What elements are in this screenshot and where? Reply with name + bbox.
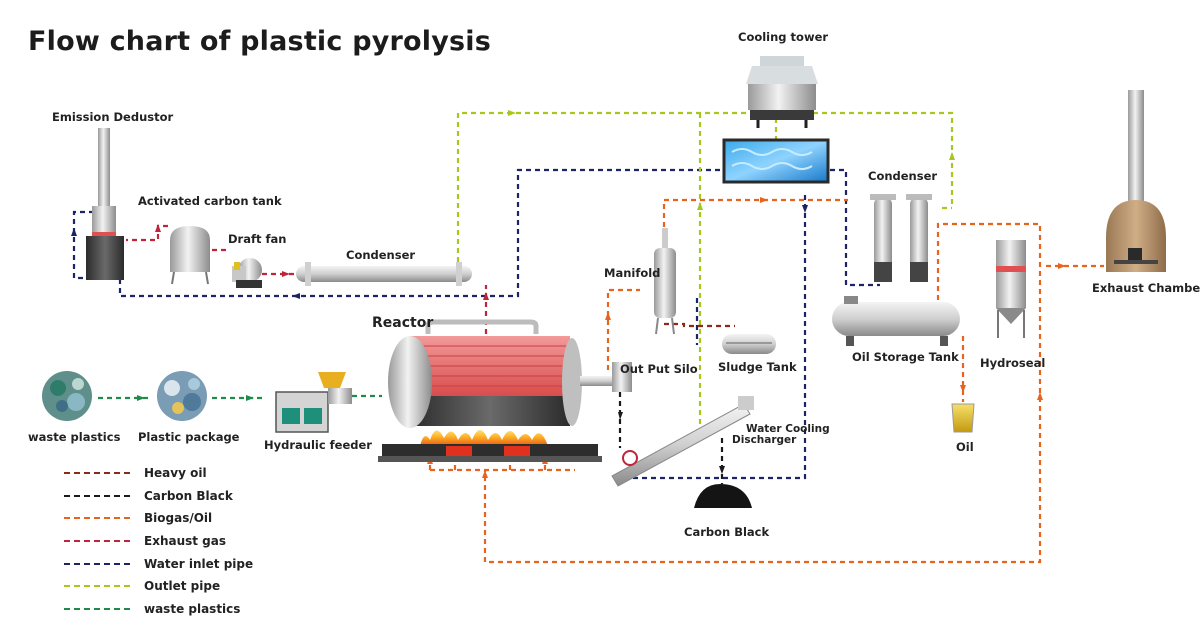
legend-swatch (64, 472, 130, 475)
label-plastic-package: Plastic package (138, 430, 240, 444)
legend-swatch (64, 562, 130, 565)
arrow-marker (618, 412, 623, 420)
label-hydroseal: Hydroseal (980, 356, 1046, 370)
oil-beaker (951, 403, 975, 433)
legend-swatch (64, 585, 130, 588)
page-title: Flow chart of plastic pyrolysis (28, 26, 492, 57)
label-exhaust-chamber: Exhaust Chamber (1092, 281, 1200, 295)
label-waste-plastics: waste plastics (28, 430, 121, 444)
hydraulic-feeder (275, 372, 352, 433)
label-draft-fan: Draft fan (228, 232, 287, 246)
label-out-put-silo: Out Put Silo (620, 362, 698, 376)
condenser-horizontal (296, 262, 472, 286)
legend-swatch (64, 517, 130, 520)
label-hydraulic-feeder: Hydraulic feeder (264, 438, 372, 452)
arrow-marker (949, 152, 955, 160)
carbon-black-pile (694, 484, 752, 508)
outlet-pipe-line (456, 111, 954, 262)
label-cooling-tower: Cooling tower (738, 30, 829, 44)
arrow-marker (483, 292, 489, 300)
water-inlet-pipe-line (118, 168, 720, 298)
legend-item: Water inlet pipe (64, 552, 284, 575)
legend-label: Water inlet pipe (144, 556, 254, 571)
exhaust-chamber (1106, 90, 1166, 272)
label-activated-carbon-tank: Activated carbon tank (138, 194, 282, 208)
arrow-marker (155, 224, 161, 232)
arrow-marker (802, 205, 808, 213)
heavy-oil-line (664, 322, 735, 328)
arrow-marker (137, 395, 145, 401)
legend: Heavy oil Carbon Black Biogas/Oil Exhaus… (64, 462, 284, 620)
legend-label: Carbon Black (144, 488, 233, 503)
legend-label: Exhaust gas (144, 534, 227, 549)
legend-item: Carbon Black (64, 485, 284, 508)
label-condenser-top: Condenser (346, 248, 416, 262)
arrow-marker (246, 395, 254, 401)
legend-item: Exhaust gas (64, 530, 284, 553)
arrow-marker (760, 197, 768, 203)
legend-item: waste plastics (64, 598, 284, 621)
legend-label: waste plastics (144, 601, 241, 616)
plastic-package-image (157, 371, 207, 421)
water-inlet-pipe-line (72, 210, 94, 280)
label-oil-storage-tank: Oil Storage Tank (852, 350, 959, 364)
water-inlet-pipe-line (830, 168, 880, 287)
label-water-cooling: Water Cooling (746, 423, 830, 435)
arrow-marker (1058, 263, 1066, 269)
waste-plastics-image (42, 371, 92, 421)
furnace-base (378, 444, 602, 462)
biogas-oil-line (428, 460, 547, 470)
legend-item: Outlet pipe (64, 575, 284, 598)
water-inlet-pipe-line (620, 195, 807, 480)
arrow-marker (1037, 392, 1043, 400)
legend-label: Heavy oil (144, 466, 207, 481)
arrow-marker (605, 312, 611, 320)
label-discharger: Discharger (732, 434, 797, 446)
biogas-oil-line (662, 198, 848, 236)
condenser-vertical (870, 194, 932, 282)
legend-swatch (64, 540, 130, 543)
label-sludge-tank: Sludge Tank (718, 360, 797, 374)
furnace-fire (420, 430, 548, 446)
arrow-marker (482, 470, 488, 478)
label-carbon-black: Carbon Black (684, 525, 770, 539)
legend-item: Heavy oil (64, 462, 284, 485)
arrow-marker (508, 110, 516, 116)
legend-label: Outlet pipe (144, 579, 221, 594)
oil-storage-tank (832, 296, 960, 346)
hydroseal (996, 240, 1026, 338)
label-reactor: Reactor (372, 315, 434, 331)
legend-item: Biogas/Oil (64, 507, 284, 530)
arrow-marker (282, 271, 290, 277)
label-oil: Oil (956, 440, 974, 454)
arrow-marker (719, 466, 725, 474)
sludge-tank (722, 334, 776, 354)
arrow-marker (960, 385, 966, 393)
label-condenser-right: Condenser (868, 169, 938, 183)
cooling-tower (746, 56, 818, 128)
exhaust-gas-line (126, 224, 168, 242)
reactor (388, 319, 632, 428)
draft-fan (232, 258, 262, 288)
emission-dedustor (86, 128, 124, 280)
water-cooling-discharger (611, 396, 754, 487)
label-emission-dedustor: Emission Dedustor (52, 110, 174, 124)
arrow-marker (71, 228, 77, 236)
water-pool (722, 138, 830, 184)
arrow-marker (292, 293, 300, 299)
legend-swatch (64, 494, 130, 497)
activated-carbon-tank (170, 226, 210, 285)
biogas-oil-line (606, 288, 640, 370)
label-manifold: Manifold (604, 266, 661, 280)
legend-label: Biogas/Oil (144, 511, 213, 526)
arrow-marker (697, 202, 703, 210)
manifold (654, 228, 676, 335)
legend-swatch (64, 607, 130, 610)
